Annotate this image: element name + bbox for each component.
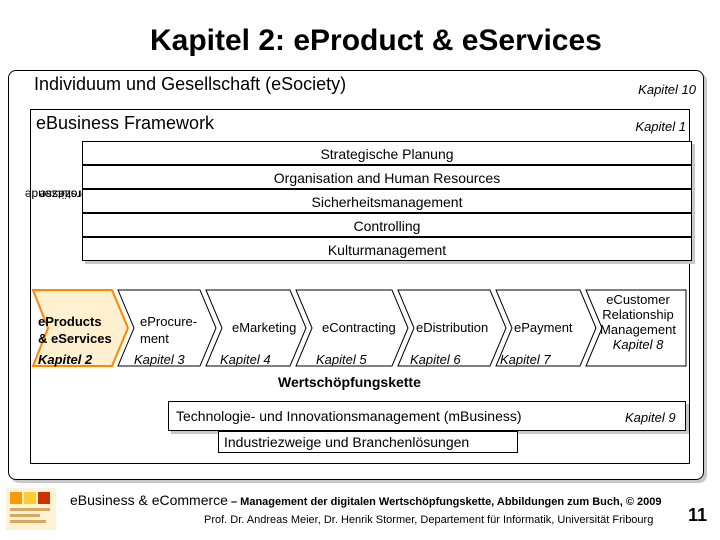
esociety-label: Individuum und Gesellschaft (eSociety): [34, 74, 347, 94]
ebusiness-framework-chapter: Kapitel 1: [635, 119, 686, 134]
chain-edistribution-chapter: Kapitel 6: [410, 352, 461, 367]
chain-emarketing-label: eMarketing: [232, 320, 297, 335]
chain-arrow-emarketing: [205, 289, 307, 367]
chain-eprocurement-line1: eProcure-: [140, 314, 198, 329]
technology-chapter: Kapitel 9: [625, 410, 676, 425]
industries-box: [218, 431, 518, 453]
chain-epayment-label: ePayment: [514, 320, 573, 335]
page-title: Kapitel 2: eProduct & eServices: [150, 24, 602, 57]
chain-arrow-eproducts: [31, 289, 130, 367]
chain-eprocurement-label: eProcure- ment: [140, 313, 197, 347]
footer-authors: Prof. Dr. Andreas Meier, Dr. Henrik Stor…: [204, 514, 654, 526]
chain-epayment-chapter: Kapitel 7: [500, 352, 551, 367]
support-bar-culture: Kulturmanagement: [82, 237, 692, 261]
chain-emarketing-chapter: Kapitel 4: [220, 352, 271, 367]
chain-econtracting-chapter: Kapitel 5: [316, 352, 367, 367]
chain-arrow-ecrm: [585, 289, 687, 367]
chain-eproducts-chapter: Kapitel 2: [38, 352, 93, 367]
chain-arrow-econtracting: [295, 289, 409, 367]
ebusiness-framework-label: eBusiness Framework: [36, 113, 215, 133]
esociety-chapter: Kapitel 10: [638, 82, 696, 97]
footer-title: eBusiness & eCommerce – Management der d…: [70, 492, 661, 508]
chain-arrow-epayment: [495, 289, 597, 367]
footer-book-subtitle: – Management der digitalen Wertschöpfung…: [227, 496, 662, 508]
chain-eproducts-label: eProducts & eServices: [38, 313, 112, 347]
footer-book-title: eBusiness & eCommerce: [70, 492, 228, 508]
chain-arrow-eprocurement: [117, 289, 217, 367]
chain-ecrm-line2: Relationship: [602, 307, 674, 322]
support-bar-strategy: Strategische Planung: [82, 141, 692, 165]
chain-eprocurement-chapter: Kapitel 3: [134, 352, 185, 367]
chain-eproducts-line2: & eServices: [38, 331, 112, 346]
chain-ecrm-line3: Management: [600, 322, 676, 337]
chain-eprocurement-line2: ment: [140, 331, 169, 346]
chain-ecrm-chapter: Kapitel 8: [612, 337, 664, 352]
chain-econtracting-label: eContracting: [322, 320, 396, 335]
chain-ecrm-label: eCustomer Relationship Management Kapite…: [592, 292, 684, 352]
page-number: 11: [688, 505, 708, 525]
support-bar-security: Sicherheitsmanagement: [82, 189, 692, 213]
chain-edistribution-label: eDistribution: [416, 320, 489, 335]
value-chain-caption: Wertschöpfungskette: [278, 374, 421, 390]
chain-eproducts-line1: eProducts: [38, 314, 102, 329]
chain-ecrm-line1: eCustomer: [606, 292, 670, 307]
chain-arrow-edistribution: [397, 289, 507, 367]
university-logo-icon: [6, 488, 56, 530]
support-bar-organisation: Organisation and Human Resources: [82, 165, 692, 189]
technology-box: [168, 401, 686, 431]
industries-label: Industriezweige und Branchenlösungen: [224, 434, 470, 450]
technology-label: Technologie- und Innovationsmanagement (…: [176, 408, 522, 424]
support-bar-controlling: Controlling: [82, 213, 692, 237]
